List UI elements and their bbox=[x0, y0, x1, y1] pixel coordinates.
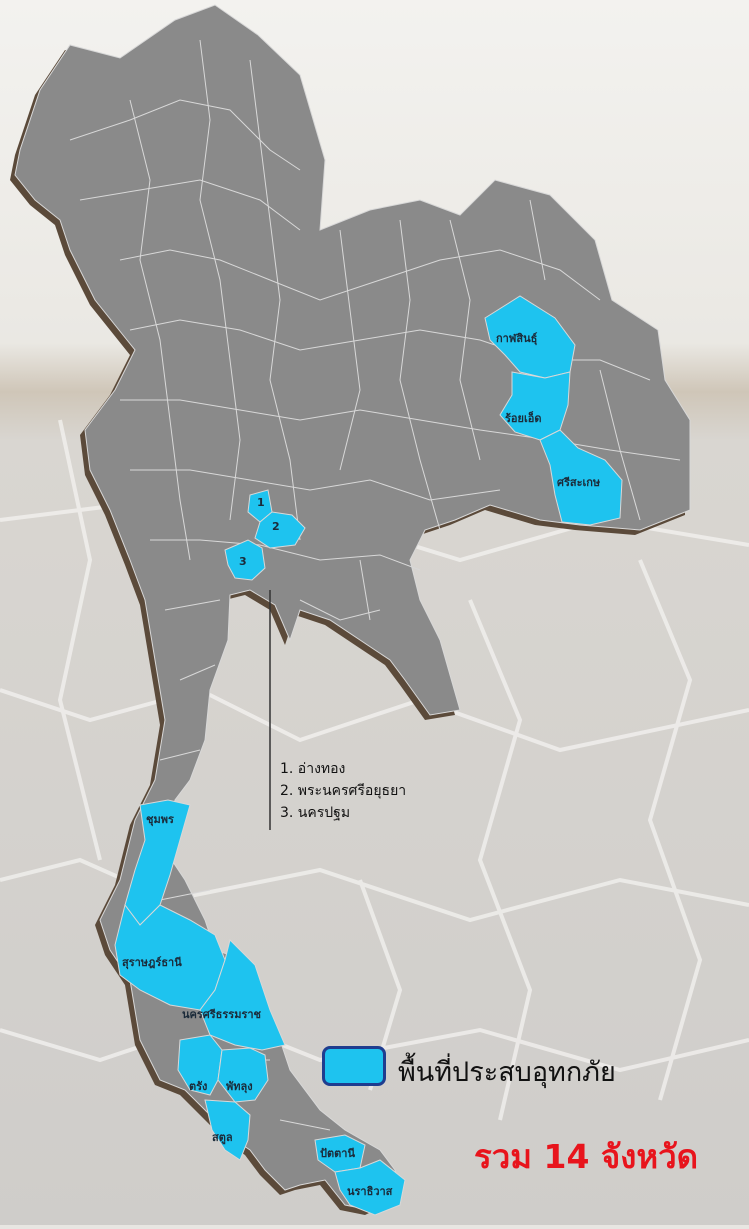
label-sisaket: ศรีสะเกษ bbox=[557, 476, 601, 489]
label-surat-thani: สุราษฎร์ธานี bbox=[122, 956, 182, 969]
province-borders bbox=[69, 39, 681, 1131]
callout-item-ayutthaya: 2. พระนครศรีอยุธยา bbox=[280, 783, 407, 799]
marker-2: 2 bbox=[272, 520, 280, 533]
marker-3: 3 bbox=[239, 555, 247, 568]
label-nakhon-si-thammarat: นครศรีธรรมราช bbox=[182, 1008, 262, 1021]
label-trang: ตรัง bbox=[189, 1080, 208, 1093]
province-phatthalung[interactable] bbox=[217, 1047, 269, 1103]
province-trang[interactable] bbox=[177, 1034, 223, 1096]
label-satun: สตูล bbox=[212, 1131, 233, 1144]
label-pattani: ปัตตานี bbox=[320, 1147, 355, 1160]
legend-swatch bbox=[322, 1046, 386, 1086]
label-phatthalung: พัทลุง bbox=[226, 1080, 253, 1093]
province-nakhon-si-thammarat[interactable] bbox=[199, 939, 286, 1051]
affected-provinces bbox=[114, 295, 623, 1216]
province-satun[interactable] bbox=[204, 1099, 251, 1161]
label-kalasin: กาฬสินธุ์ bbox=[496, 332, 538, 345]
province-ayutthaya[interactable] bbox=[254, 511, 306, 549]
legend-label: พื้นที่ประสบอุทกภัย bbox=[398, 1057, 616, 1088]
marker-1: 1 bbox=[257, 496, 265, 509]
callout-item-angthong: 1. อ่างทอง bbox=[280, 761, 346, 777]
label-narathiwat: นราธิวาส bbox=[347, 1185, 393, 1198]
label-roi-et: ร้อยเอ็ด bbox=[505, 412, 542, 425]
label-chumphon: ชุมพร bbox=[146, 813, 174, 826]
callout-item-nakhon-pathom: 3. นครปฐม bbox=[280, 805, 351, 821]
thailand-map bbox=[14, 4, 691, 1216]
province-narathiwat[interactable] bbox=[334, 1159, 406, 1216]
province-sisaket[interactable] bbox=[539, 429, 623, 526]
callout-list: 1. อ่างทอง 2. พระนครศรีอยุธยา 3. นครปฐม bbox=[280, 758, 406, 824]
total-provinces-text: รวม 14 จังหวัด bbox=[474, 1137, 699, 1176]
province-nakhon-pathom[interactable] bbox=[224, 539, 266, 581]
